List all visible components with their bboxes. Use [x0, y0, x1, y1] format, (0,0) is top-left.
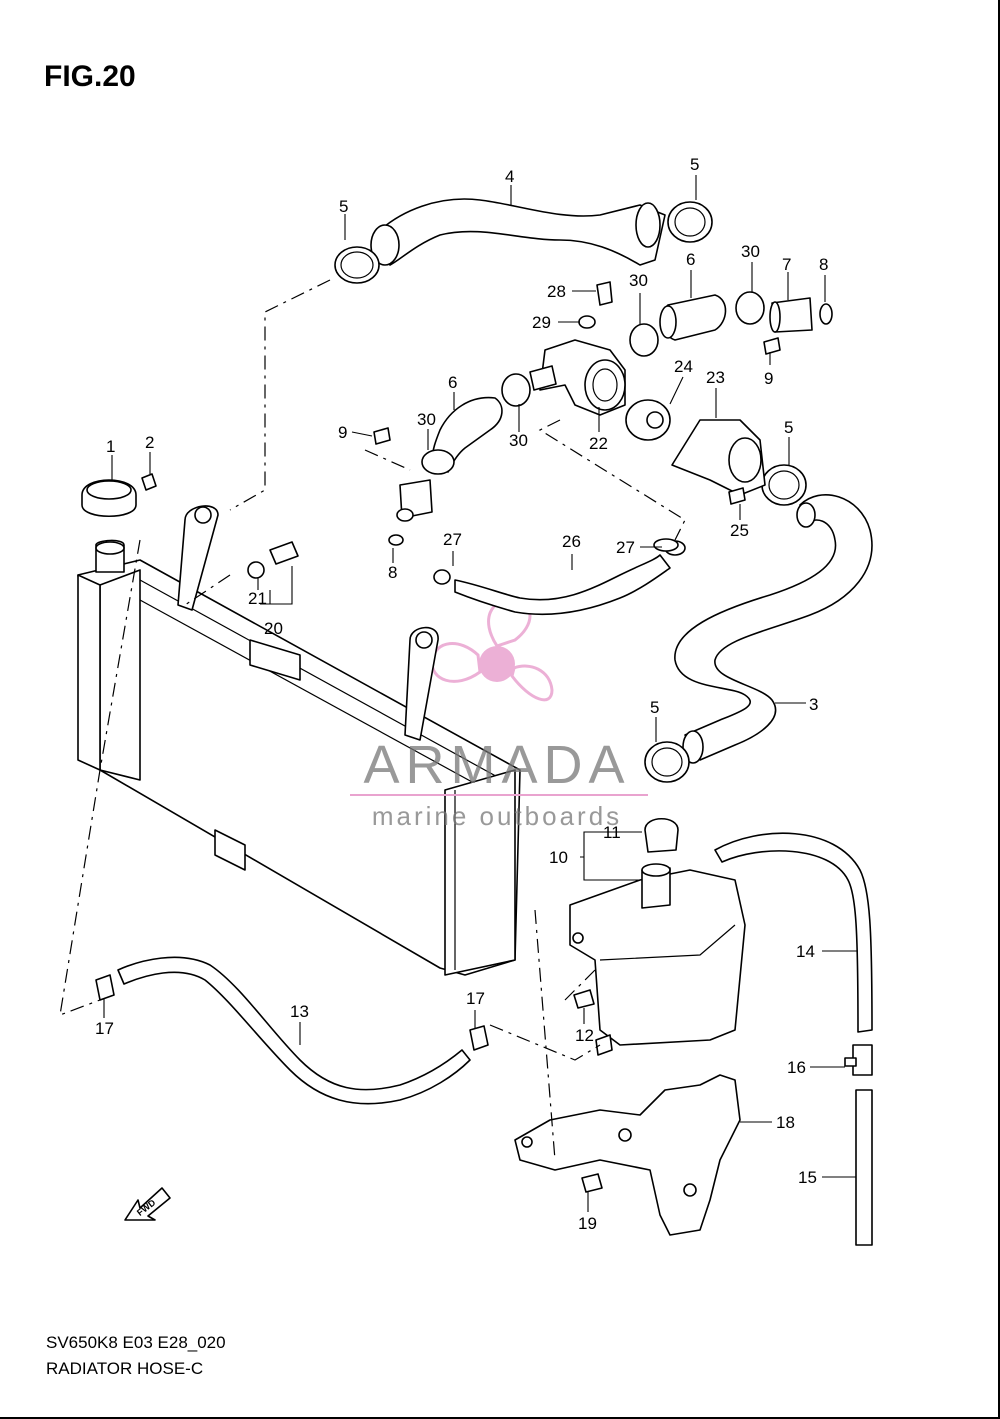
callout-6a: 6 [686, 250, 695, 269]
callout-9a: 9 [764, 369, 773, 388]
callout-5d: 5 [650, 698, 659, 717]
temperature-sensor-part [247, 541, 299, 579]
callout-16: 16 [787, 1058, 806, 1077]
callout-8a: 8 [819, 255, 828, 274]
callout-15: 15 [798, 1168, 817, 1187]
callout-26: 26 [562, 532, 581, 551]
callout-30b: 30 [741, 242, 760, 261]
callout-20: 20 [264, 619, 283, 638]
breather-hose-part [433, 540, 686, 616]
callout-25: 25 [730, 521, 749, 540]
bolt-part-2 [141, 473, 157, 491]
callout-19: 19 [578, 1214, 597, 1233]
clamp-30-group [421, 291, 765, 475]
callout-24: 24 [674, 357, 693, 376]
callout-30d: 30 [417, 410, 436, 429]
callout-12: 12 [575, 1026, 594, 1045]
callout-5c: 5 [784, 418, 793, 437]
union-fitting-part [769, 297, 833, 333]
alignment-lines [59, 279, 686, 1161]
callout-1: 1 [106, 437, 115, 456]
callout-27b: 27 [616, 538, 635, 557]
callout-2: 2 [145, 433, 154, 452]
callout-17b: 17 [466, 989, 485, 1008]
callout-5a: 5 [339, 197, 348, 216]
callout-14: 14 [796, 942, 815, 961]
hose-clamp-group [334, 201, 807, 783]
upper-hose-part [370, 198, 666, 266]
model-code: SV650K8 E03 E28_020 [46, 1333, 226, 1352]
callout-7: 7 [782, 255, 791, 274]
radiator [77, 505, 521, 976]
figure-title: FIG.20 [44, 60, 136, 93]
callout-18: 18 [776, 1113, 795, 1132]
fwd-arrow-icon [124, 1187, 171, 1221]
radiator-cap-part [81, 479, 137, 518]
reservoir-tank-part [569, 817, 746, 1056]
callout-4: 4 [505, 167, 514, 186]
callout-5b: 5 [690, 155, 699, 174]
callout-9b: 9 [338, 423, 347, 442]
lower-hose-part [674, 494, 873, 764]
callout-29: 29 [532, 313, 551, 332]
leader-lines [103, 175, 858, 1212]
callout-30c: 30 [509, 431, 528, 450]
overflow-hose-part [117, 832, 873, 1246]
thermostat-part [625, 399, 671, 441]
callout-11: 11 [603, 823, 621, 842]
callout-3: 3 [809, 695, 818, 714]
callout-13: 13 [290, 1002, 309, 1021]
callout-labels: 1 2 3 4 5 5 5 5 6 6 7 8 8 9 9 10 11 12 1… [95, 155, 828, 1233]
lower-union-part [388, 479, 433, 546]
callout-30a: 30 [629, 271, 648, 290]
callout-8b: 8 [388, 563, 397, 582]
tank-bracket-part [514, 1074, 741, 1236]
callout-22: 22 [589, 434, 608, 453]
watermark-tagline: marine outboards [372, 801, 622, 831]
fastener-group [95, 281, 781, 1193]
thermostat-housing-part [529, 339, 626, 416]
callout-28: 28 [547, 282, 566, 301]
callout-21: 21 [248, 589, 267, 608]
callout-23: 23 [706, 368, 725, 387]
callout-17a: 17 [95, 1019, 114, 1038]
figure-caption: RADIATOR HOSE-C [46, 1359, 204, 1378]
callout-10: 10 [549, 848, 568, 867]
callout-6b: 6 [448, 373, 457, 392]
callout-27a: 27 [443, 530, 462, 549]
watermark-brand: ARMADA [363, 735, 630, 795]
outlet-fitting-part [671, 419, 766, 496]
